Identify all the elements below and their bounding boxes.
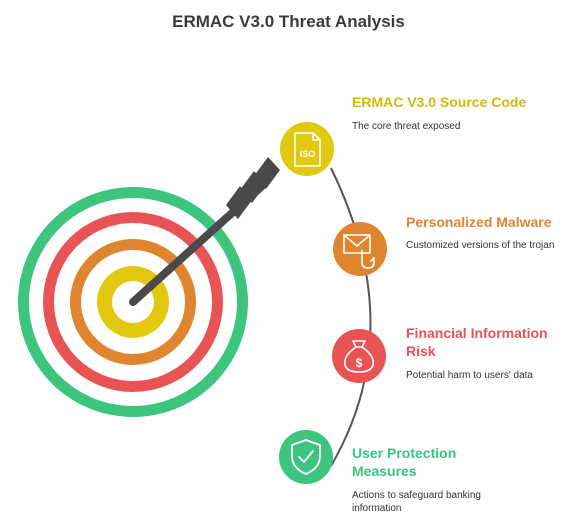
arrow-fletch-3 — [254, 157, 280, 189]
item-user-protection: User Protection Measures Actions to safe… — [352, 444, 517, 515]
item-description: Actions to safeguard banking information — [352, 490, 481, 514]
arrow — [129, 157, 280, 306]
svg-text:ISO: ISO — [300, 149, 316, 159]
mail-hook-icon — [343, 234, 375, 269]
money-bag-icon: $ — [343, 340, 375, 373]
item-3-icon-circle: $ — [332, 329, 386, 383]
item-financial-risk: Financial Information Risk Potential har… — [406, 324, 566, 382]
svg-text:$: $ — [356, 356, 363, 370]
item-description: Customized versions of the trojan — [406, 240, 555, 251]
item-2-icon-circle — [333, 222, 387, 276]
item-description: Potential harm to users' data — [406, 370, 533, 381]
item-4-icon-circle — [279, 430, 333, 484]
shield-check-icon — [291, 439, 321, 475]
item-1-icon-circle: ISO — [280, 122, 334, 176]
connector-arc — [330, 167, 372, 467]
item-title: Personalized Malware — [406, 214, 552, 230]
item-title: Financial Information Risk — [406, 325, 548, 359]
item-title: User Protection Measures — [352, 445, 457, 479]
item-source-code: ERMAC V3.0 Source Code The core threat e… — [352, 93, 552, 133]
page-title: ERMAC V3.0 Threat Analysis — [172, 12, 405, 31]
iso-file-icon: ISO — [294, 132, 321, 167]
item-description: The core threat exposed — [352, 121, 461, 132]
item-title: ERMAC V3.0 Source Code — [352, 94, 527, 110]
item-personalized-malware: Personalized Malware Customized versions… — [406, 213, 566, 252]
